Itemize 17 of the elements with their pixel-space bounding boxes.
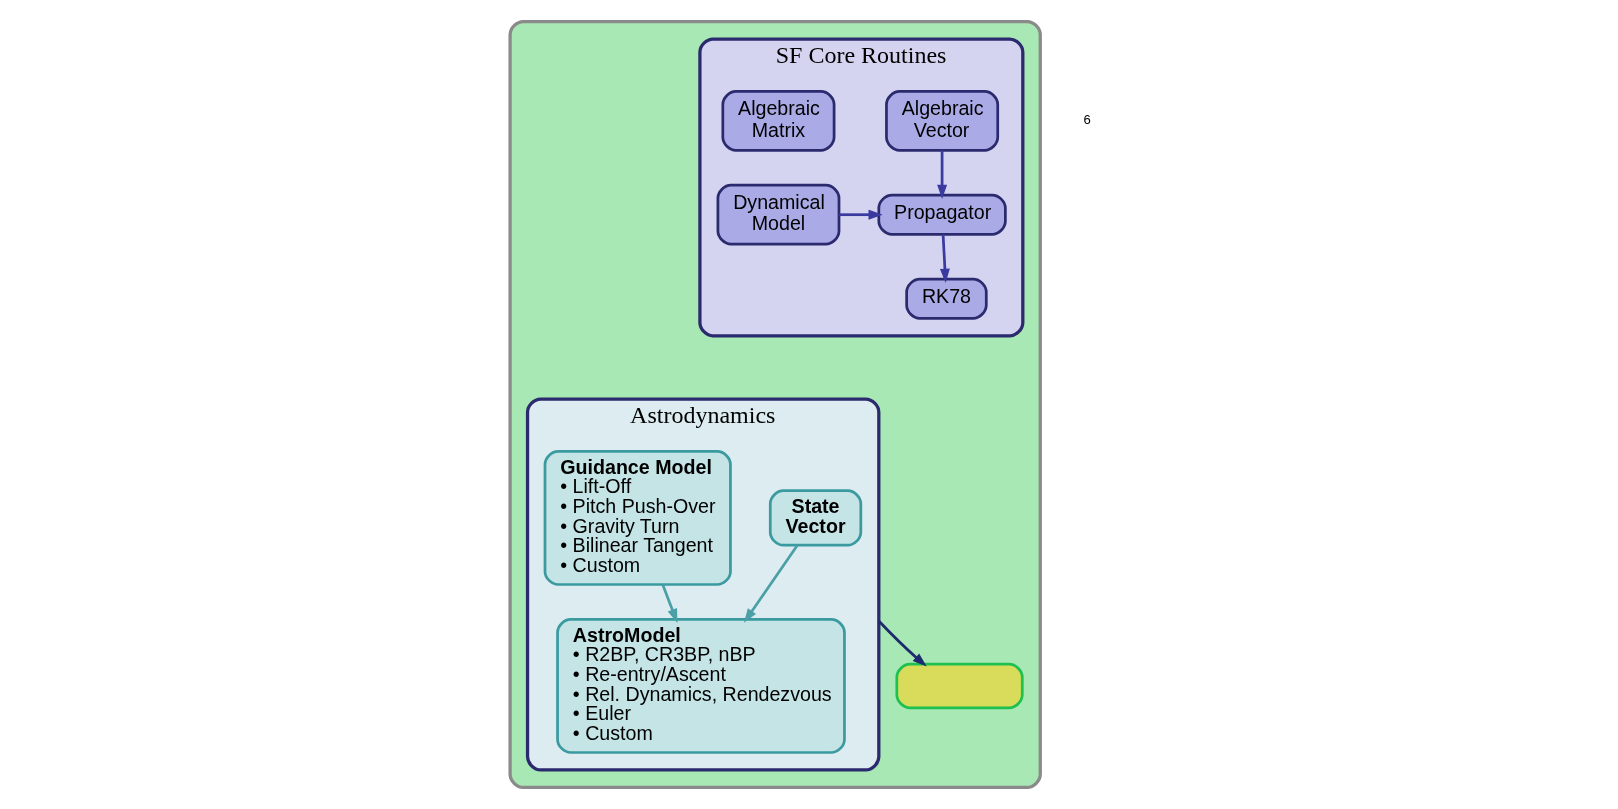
node-box: RK78 bbox=[905, 277, 988, 320]
node-box: Dynamical Model bbox=[716, 183, 841, 246]
arrow bbox=[839, 209, 883, 220]
arrow bbox=[937, 150, 948, 200]
node-box: Propagator bbox=[877, 193, 1007, 236]
node-box: Algebraic Matrix bbox=[721, 90, 836, 152]
node-box bbox=[895, 662, 1024, 710]
node-box: Algebraic Vector bbox=[885, 90, 1000, 152]
arrow bbox=[743, 544, 799, 623]
arrow bbox=[661, 584, 678, 624]
label: 6 bbox=[1083, 112, 1091, 128]
arrow bbox=[939, 234, 950, 283]
cluster bbox=[508, 19, 1042, 790]
node-box: State Vector bbox=[768, 489, 863, 547]
node-box: Guidance Model • Lift-Off • Pitch Push-Over • Gravity Turn • Bilinear Tangent • Custom bbox=[543, 450, 732, 586]
arrow bbox=[877, 620, 927, 667]
node-box: AstroModel • R2BP, CR3BP, nBP • Re-entry/Ascent • Rel. Dynamics, Rendezvous • Euler • Custom bbox=[556, 618, 846, 754]
